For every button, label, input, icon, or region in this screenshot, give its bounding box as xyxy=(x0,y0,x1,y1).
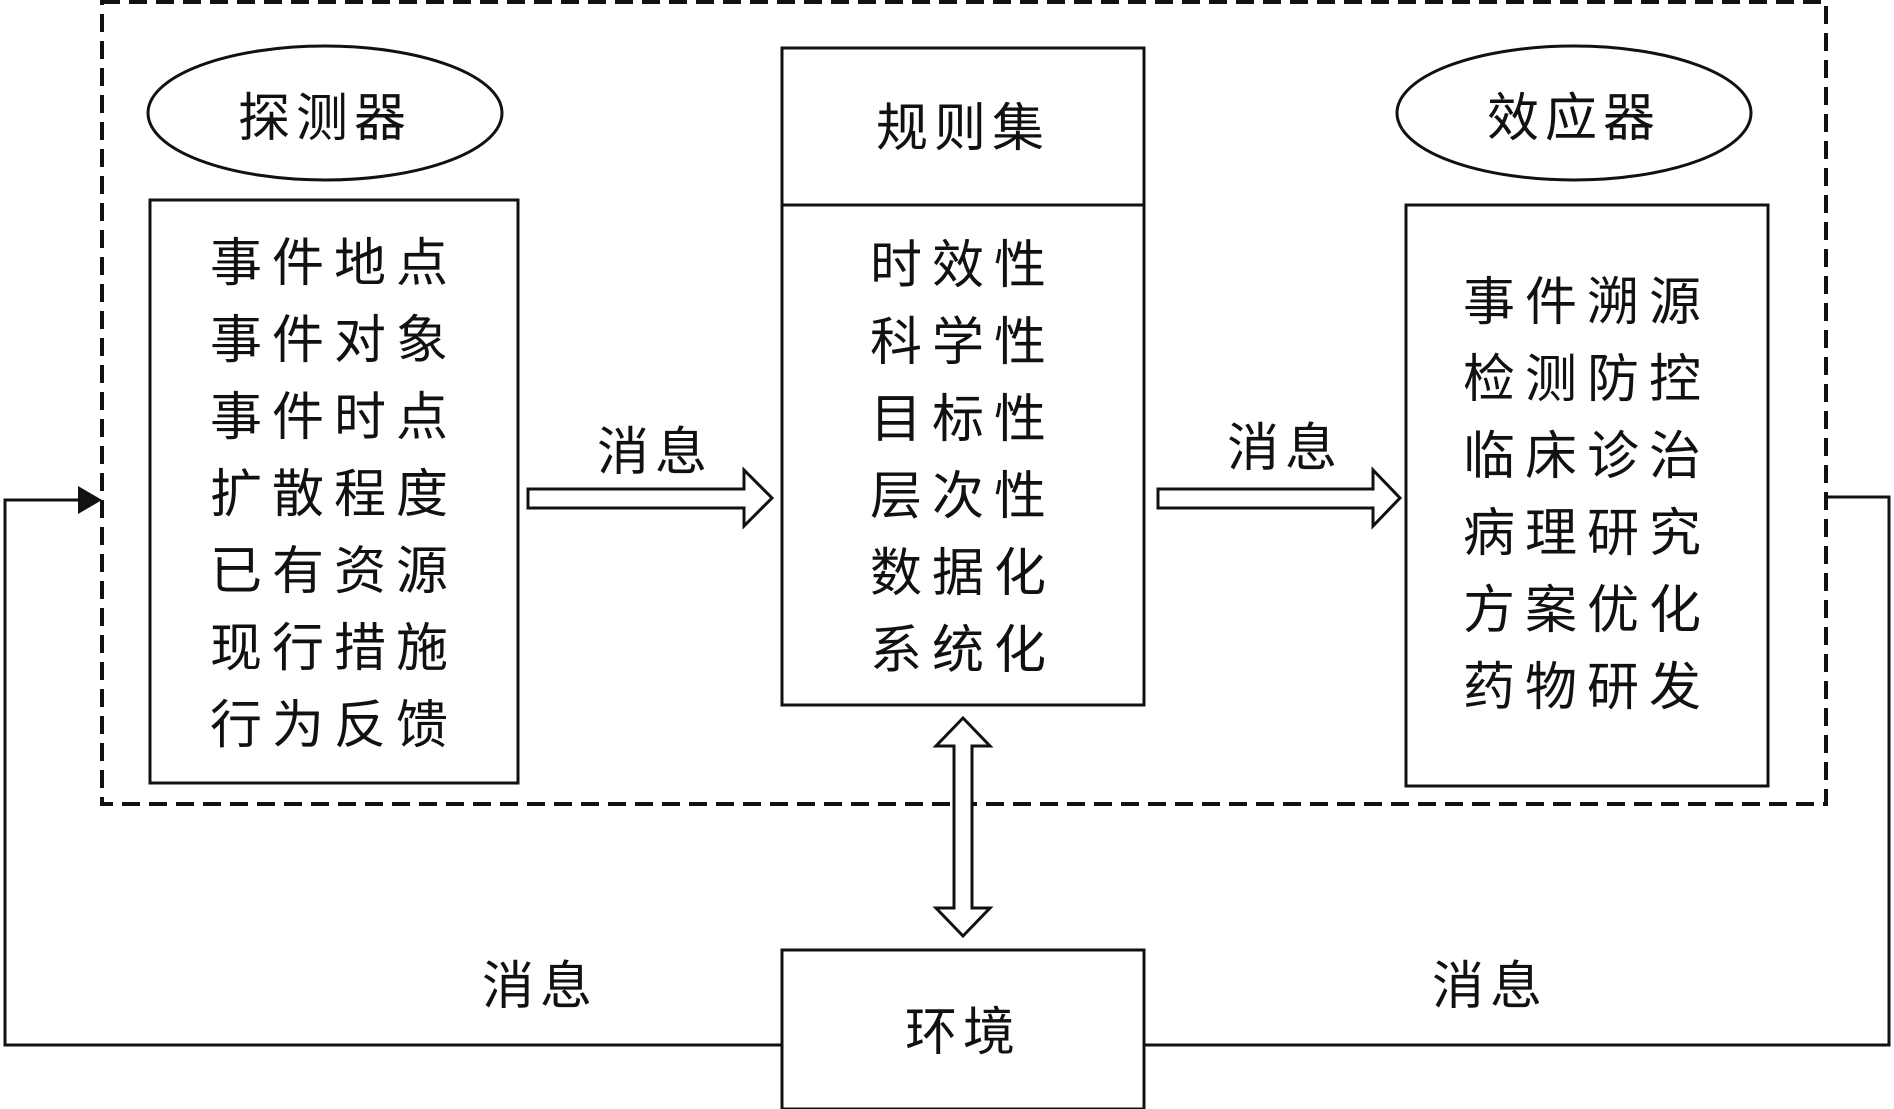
detector-title: 探测器 xyxy=(237,88,412,149)
arrow-rules-to-effector xyxy=(1156,466,1403,530)
rules-item: 数据化 xyxy=(869,544,1056,604)
arrow-detector-to-rules xyxy=(526,466,775,530)
feedback-arrowhead xyxy=(78,486,102,514)
detector-item: 事件对象 xyxy=(209,311,458,371)
environment-box xyxy=(780,948,1146,1109)
rules-box xyxy=(780,46,1146,707)
message-label-environment-to-detector: 消息 xyxy=(481,956,598,1017)
detector-item: 行为反馈 xyxy=(209,696,458,756)
effector-item: 检测防控 xyxy=(1462,350,1711,410)
rules-item: 科学性 xyxy=(869,313,1056,373)
detector-ellipse xyxy=(146,44,504,182)
detector-box xyxy=(148,198,520,785)
detector-item: 现行措施 xyxy=(209,619,458,679)
detector-item: 事件地点 xyxy=(209,234,458,294)
message-label-detector-to-rules: 消息 xyxy=(596,422,713,483)
rules-item: 时效性 xyxy=(869,236,1056,296)
effector-title: 效应器 xyxy=(1486,88,1661,149)
detector-item: 事件时点 xyxy=(209,388,458,448)
rules-item-list: 时效性 科学性 目标性 层次性 数据化 系统化 xyxy=(782,228,1144,690)
message-label-rules-to-effector: 消息 xyxy=(1226,418,1343,479)
detector-item-list: 事件地点 事件对象 事件时点 扩散程度 已有资源 现行措施 行为反馈 xyxy=(150,226,518,765)
effector-item: 临床诊治 xyxy=(1462,427,1711,487)
message-label-effector-to-environment: 消息 xyxy=(1431,956,1548,1017)
effector-ellipse xyxy=(1395,44,1753,182)
feedback-line-left xyxy=(3,498,782,1047)
effector-item: 药物研发 xyxy=(1462,658,1711,718)
detector-item: 扩散程度 xyxy=(209,465,458,525)
effector-box xyxy=(1404,203,1770,788)
effector-item: 事件溯源 xyxy=(1462,273,1711,333)
feedback-line-right xyxy=(1144,495,1891,1047)
effector-item: 病理研究 xyxy=(1462,504,1711,564)
effector-item: 方案优化 xyxy=(1462,581,1711,641)
rules-title: 规则集 xyxy=(875,98,1050,159)
detector-item: 已有资源 xyxy=(209,542,458,602)
rules-item: 层次性 xyxy=(869,467,1056,527)
arrow-rules-environment-bidirectional xyxy=(932,715,994,939)
effector-item-list: 事件溯源 检测防控 临床诊治 病理研究 方案优化 药物研发 xyxy=(1406,265,1768,727)
rules-item: 目标性 xyxy=(869,390,1056,450)
rules-item: 系统化 xyxy=(869,621,1056,681)
environment-label: 环境 xyxy=(904,1002,1021,1063)
